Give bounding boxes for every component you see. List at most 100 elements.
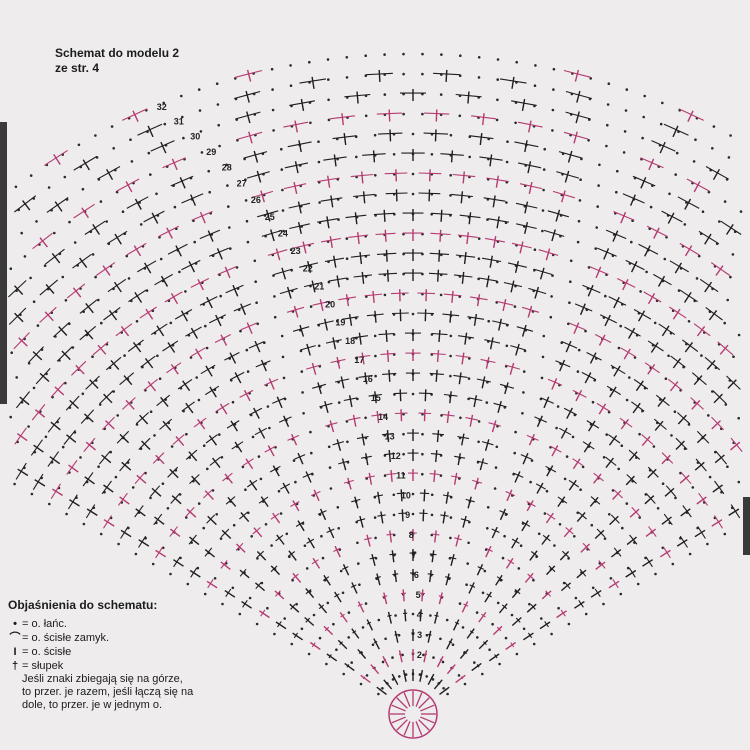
chain-dot (116, 414, 119, 417)
chain-dot (130, 160, 134, 163)
chain-dot (151, 562, 155, 566)
stitch-post (627, 327, 636, 339)
chain-dot (673, 410, 677, 414)
stitch-crossbar (730, 437, 743, 452)
stitch-crossbar (166, 362, 182, 374)
chain-dot (266, 405, 270, 408)
chain-dot (215, 82, 219, 85)
stitch-post (206, 580, 218, 589)
chain-dot (364, 416, 367, 420)
stitch-crossbar (533, 268, 553, 276)
stitch-crossbar (398, 653, 402, 656)
stitch-post (340, 376, 345, 389)
chain-dot (449, 374, 452, 378)
chain-dot (643, 94, 646, 98)
chain-dot (291, 578, 294, 582)
chain-dot (178, 270, 181, 274)
stitch-crossbar (14, 195, 37, 213)
chain-dot (27, 362, 31, 365)
stitch-post (209, 386, 217, 398)
chain-dot (156, 354, 159, 358)
center-spoke (396, 697, 408, 709)
chain-dot (327, 118, 331, 122)
stitch-crossbar (386, 473, 397, 476)
stitch-crossbar (351, 498, 361, 503)
stitch-post (650, 342, 659, 353)
chain-dot (289, 64, 292, 67)
stitch-post (108, 309, 118, 321)
stitch-crossbar (312, 383, 327, 389)
chain-dot (81, 392, 85, 396)
stitch-post (612, 230, 619, 242)
stitch-post (424, 389, 427, 402)
chain-dot (302, 412, 305, 415)
chain-dot (429, 614, 432, 617)
stitch-crossbar (430, 453, 442, 456)
stitch-post (463, 251, 467, 265)
stitch-post (589, 352, 597, 364)
chain-dot (273, 632, 276, 636)
stitch-crossbar (164, 291, 183, 303)
stitch-post (485, 545, 492, 558)
stitch-post (551, 445, 559, 457)
stitch-crossbar (469, 135, 494, 140)
stitch-post (313, 489, 320, 502)
chain-dot (61, 445, 65, 449)
chain-dot (227, 205, 230, 208)
stitch-crossbar (105, 356, 122, 371)
stitch-post (388, 450, 391, 463)
chain-dot (604, 294, 607, 298)
stitch-post (400, 489, 403, 502)
chain-dot (281, 188, 284, 192)
chain-dot (289, 248, 293, 251)
stitch-crossbar (565, 527, 574, 535)
stitch-crossbar (488, 422, 501, 427)
chain-dot (9, 415, 12, 419)
stitch-post (16, 433, 28, 442)
stitch-post (229, 352, 237, 364)
chain-dot (674, 496, 677, 500)
stitch-crossbar (527, 632, 533, 639)
stitch-crossbar (589, 266, 609, 276)
center-spoke (403, 721, 411, 736)
stitch-post (496, 216, 500, 229)
stitch-post (206, 296, 213, 309)
stitch-crossbar (162, 340, 179, 352)
stitch-crossbar (235, 69, 263, 78)
stitch-post (423, 489, 426, 502)
stitch-post (524, 572, 534, 583)
chain-dot (501, 556, 505, 560)
stitch-post (234, 441, 243, 453)
stitch-post (684, 245, 693, 257)
chain-dot (439, 93, 443, 96)
stitch-post (358, 332, 362, 345)
stitch-post (632, 402, 641, 414)
stitch-crossbar (364, 293, 383, 297)
stitch-post (476, 564, 484, 576)
stitch-crossbar (516, 326, 534, 332)
chain-dot (441, 660, 445, 664)
chain-dot (565, 455, 569, 458)
stitch-post (239, 569, 250, 579)
stitch-crossbar (699, 278, 719, 293)
stitch-post (696, 325, 706, 337)
chain-dot (327, 445, 331, 449)
stitch-crossbar (158, 225, 180, 237)
chain-dot (309, 305, 313, 308)
stitch-post (521, 324, 527, 337)
stitch-crossbar (535, 483, 546, 490)
stitch-crossbar (116, 430, 130, 444)
stitch-post (175, 245, 182, 257)
chain-dot (571, 435, 575, 439)
stitch-crossbar (360, 455, 372, 459)
stitch-crossbar (710, 262, 731, 276)
stitch-crossbar (418, 192, 441, 195)
chain-dot (301, 391, 304, 394)
stitch-crossbar (50, 483, 61, 499)
stitch-post (659, 141, 666, 154)
stitch-post (123, 375, 133, 386)
stitch-crossbar (454, 455, 466, 459)
stitch-crossbar (590, 496, 601, 505)
stitch-post (359, 515, 364, 528)
stitch-post (584, 372, 592, 384)
